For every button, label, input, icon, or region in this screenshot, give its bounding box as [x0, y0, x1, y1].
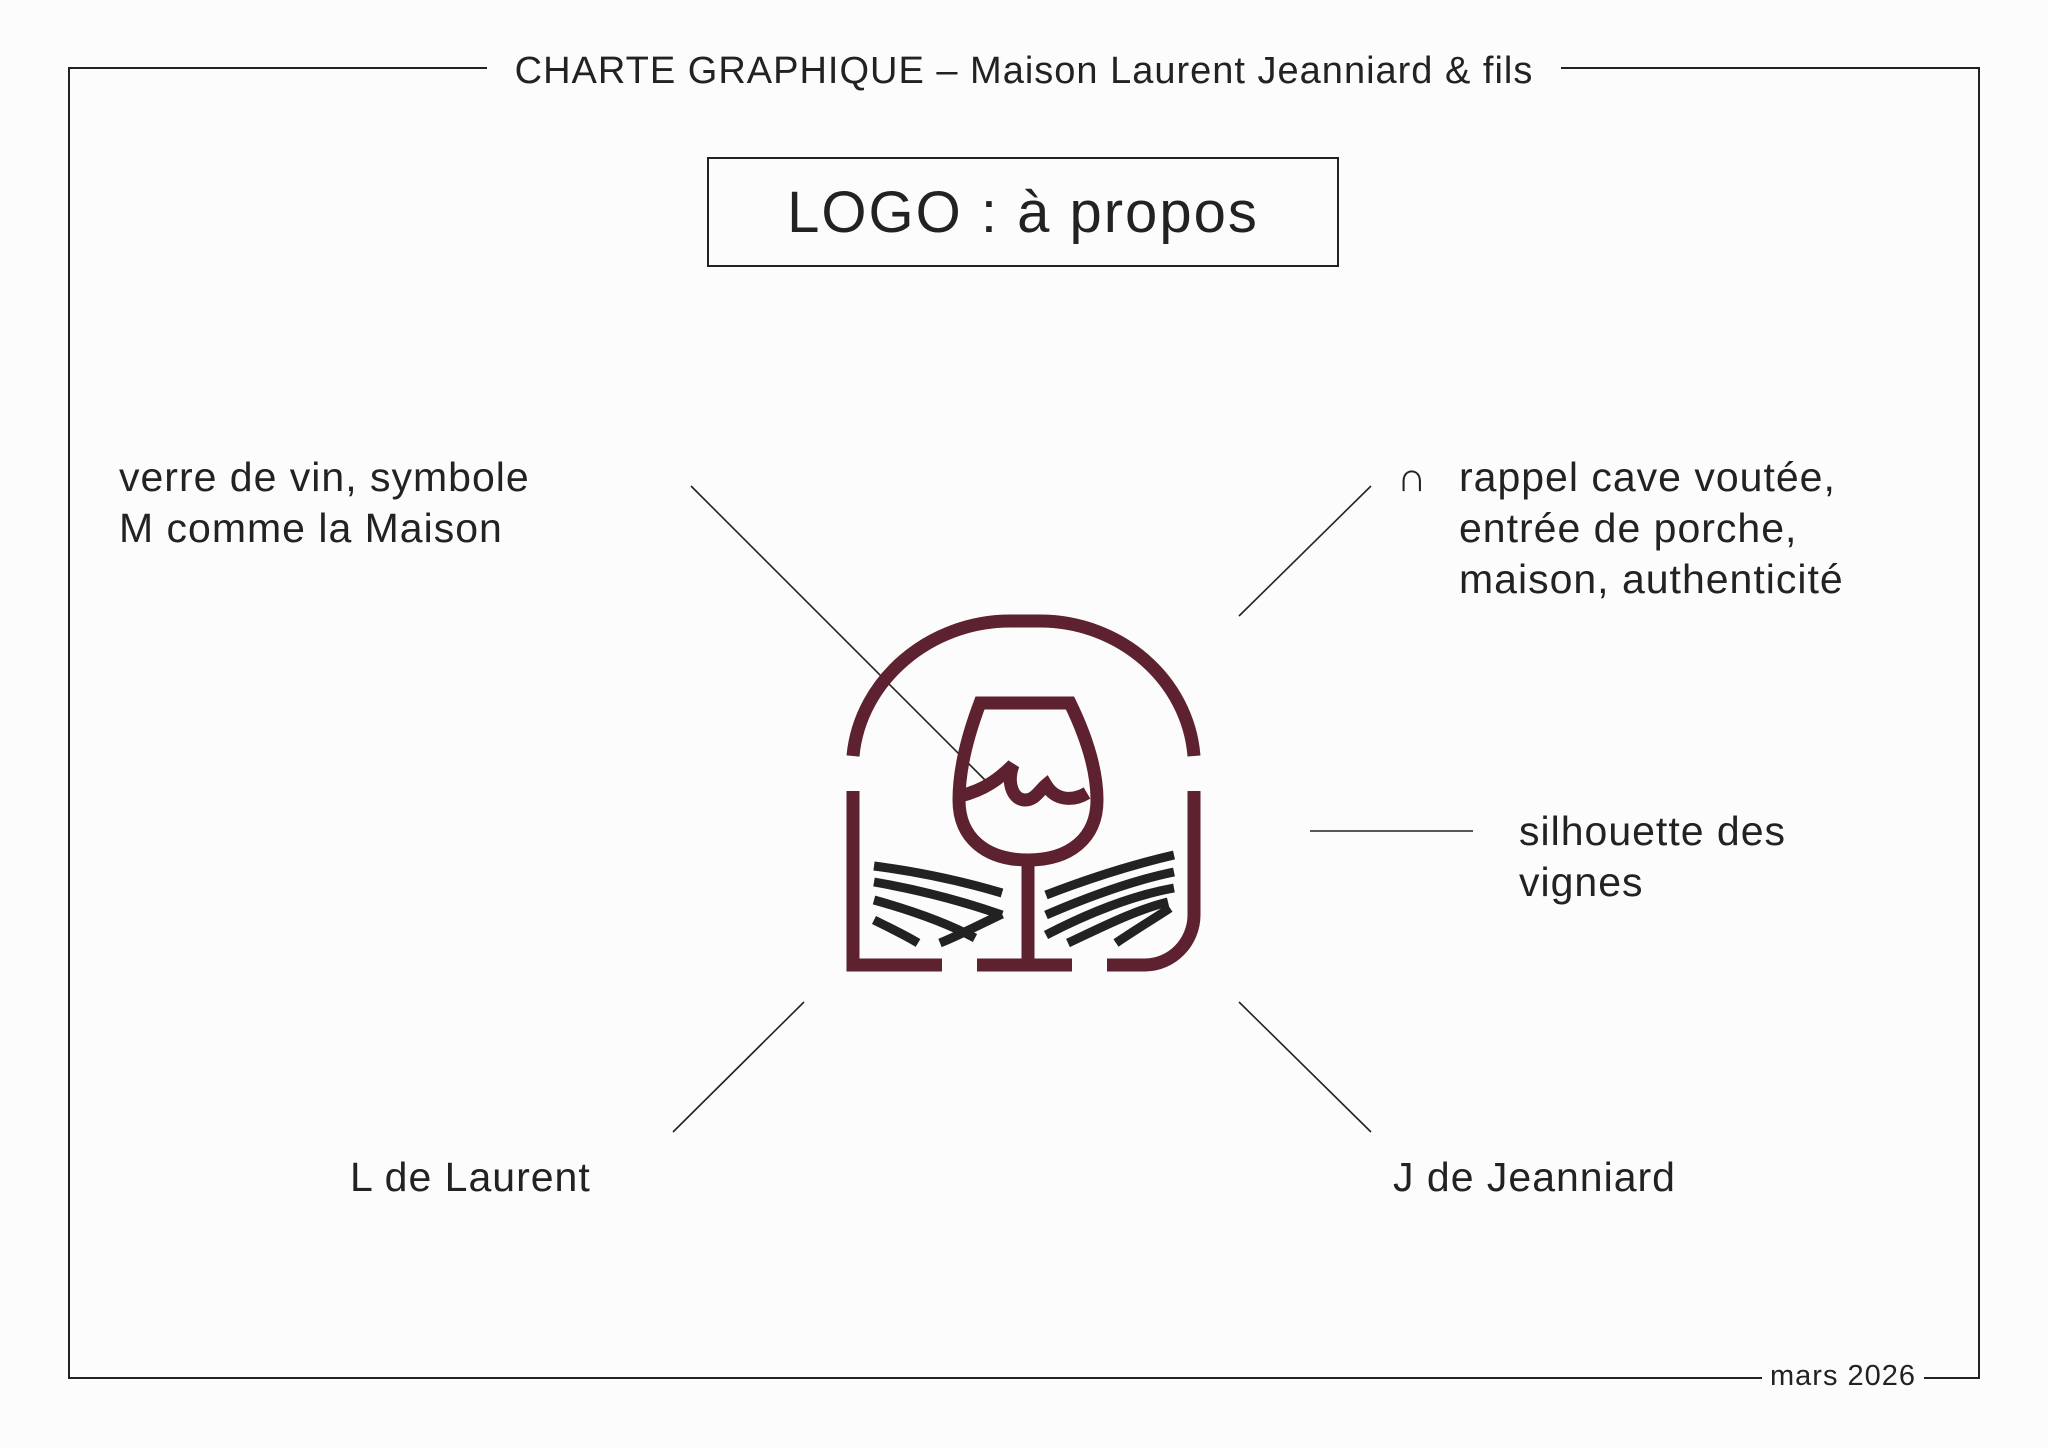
arch-symbol-icon: ∩	[1397, 454, 1428, 500]
section-title-box: LOGO : à propos	[707, 157, 1339, 267]
annotation-vines: silhouette des vignes	[1519, 806, 1786, 908]
m-wave-icon	[958, 760, 1091, 807]
leader-line-glass	[690, 485, 986, 781]
vines-icon	[871, 850, 1176, 948]
annotation-arch-line: rappel cave voutée,	[1459, 454, 1836, 500]
annotation-glass-line: verre de vin, symbole	[119, 454, 530, 500]
annotation-arch: rappel cave voutée, entrée de porche, ma…	[1459, 452, 1844, 605]
section-title: LOGO : à propos	[787, 179, 1259, 245]
annotation-vines-line: silhouette des	[1519, 808, 1787, 854]
leader-line-l	[672, 1001, 805, 1133]
annotation-glass-line: M comme la Maison	[119, 505, 503, 551]
header-title: CHARTE GRAPHIQUE – Maison Laurent Jeanni…	[0, 50, 2048, 93]
letter-j-icon	[1107, 791, 1201, 972]
annotation-arch-line: maison, authenticité	[1459, 556, 1844, 602]
annotation-l-letter: L de Laurent	[350, 1154, 591, 1200]
annotation-vines-line: vignes	[1519, 859, 1644, 905]
glass-stem-icon	[977, 862, 1072, 972]
annotation-arch-line: entrée de porche,	[1459, 505, 1798, 551]
annotation-glass: verre de vin, symbole M comme la Maison	[119, 452, 530, 554]
header-title-text: CHARTE GRAPHIQUE – Maison Laurent Jeanni…	[486, 50, 1562, 92]
leader-line-arch	[1238, 485, 1372, 617]
letter-l-icon	[846, 791, 942, 972]
leader-lines	[672, 485, 1473, 1133]
leader-line-j	[1238, 1001, 1372, 1133]
arch-icon	[846, 614, 1201, 757]
wine-glass-icon	[952, 696, 1104, 867]
annotation-j-letter: J de Jeanniard	[1393, 1154, 1676, 1200]
footer-date: mars 2026	[1762, 1360, 1925, 1393]
brand-logo	[846, 614, 1201, 972]
